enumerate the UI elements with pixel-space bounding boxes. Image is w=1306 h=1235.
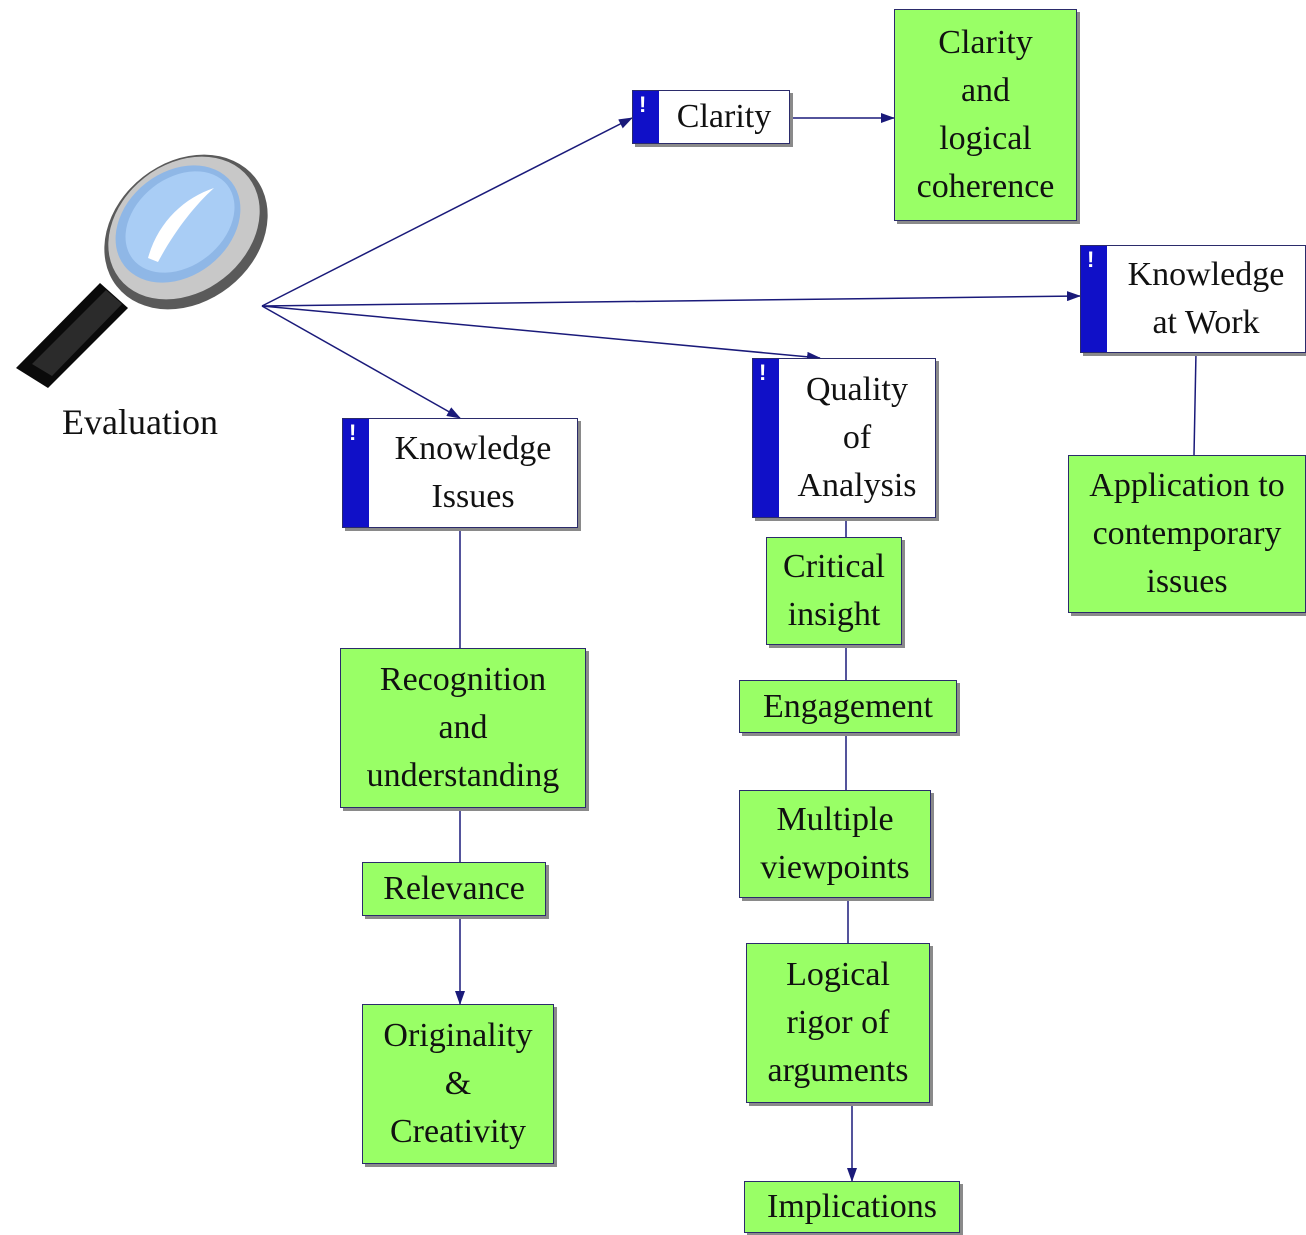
criterion-implications[interactable]: Implications [744,1181,960,1233]
criterion-label: Logical rigor of arguments [767,956,909,1089]
criterion-logical-rigor[interactable]: Logical rigor of arguments [746,943,930,1103]
alert-icon: ! [349,420,357,445]
category-marker-bar [633,91,659,143]
category-label: Quality of Analysis [797,371,917,504]
criterion-label: Critical insight [783,548,885,633]
category-knowledge-at-work[interactable]: ! Knowledge at Work [1080,245,1306,353]
criterion-label: Multiple viewpoints [760,801,910,886]
link-evaluation-knowledge-issues [261,305,461,419]
criterion-relevance[interactable]: Relevance [362,862,546,916]
criterion-label: Implications [767,1188,937,1225]
criterion-clarity-coherence[interactable]: Clarity and logical coherence [894,9,1077,221]
category-knowledge-issues[interactable]: ! Knowledge Issues [342,418,578,528]
criterion-application[interactable]: Application to contemporary issues [1068,455,1306,613]
link-evaluation-clarity [261,117,633,307]
category-clarity[interactable]: ! Clarity [632,90,790,144]
alert-icon: ! [759,360,767,385]
category-quality-of-analysis[interactable]: ! Quality of Analysis [752,358,936,518]
criterion-label: Clarity and logical coherence [916,24,1055,205]
criterion-multiple-viewpoints[interactable]: Multiple viewpoints [739,790,931,898]
category-label: Clarity [676,98,772,135]
criterion-label: Engagement [763,687,933,725]
criterion-label: Application to contemporary issues [1089,467,1285,600]
category-marker-bar [343,419,369,527]
link-evaluation-quality-of-analysis [261,305,821,362]
criterion-recognition[interactable]: Recognition and understanding [340,648,586,808]
criterion-originality[interactable]: Originality & Creativity [362,1004,554,1164]
category-marker-bar [753,359,779,517]
link-evaluation-knowledge-at-work [261,291,1081,307]
link-work-application [1193,351,1197,456]
criterion-label: Recognition and understanding [366,661,560,794]
criterion-engagement[interactable]: Engagement [739,680,957,733]
category-label: Knowledge at Work [1127,256,1285,341]
magnifying-glass-icon [16,154,268,388]
category-label: Knowledge Issues [394,430,552,515]
alert-icon: ! [1087,247,1095,272]
criterion-label: Originality & Creativity [383,1017,533,1150]
root-label-evaluation: Evaluation [62,402,218,442]
criterion-label: Relevance [383,870,525,907]
category-marker-bar [1081,246,1107,352]
criterion-critical-insight[interactable]: Critical insight [766,537,902,645]
alert-icon: ! [639,92,647,117]
